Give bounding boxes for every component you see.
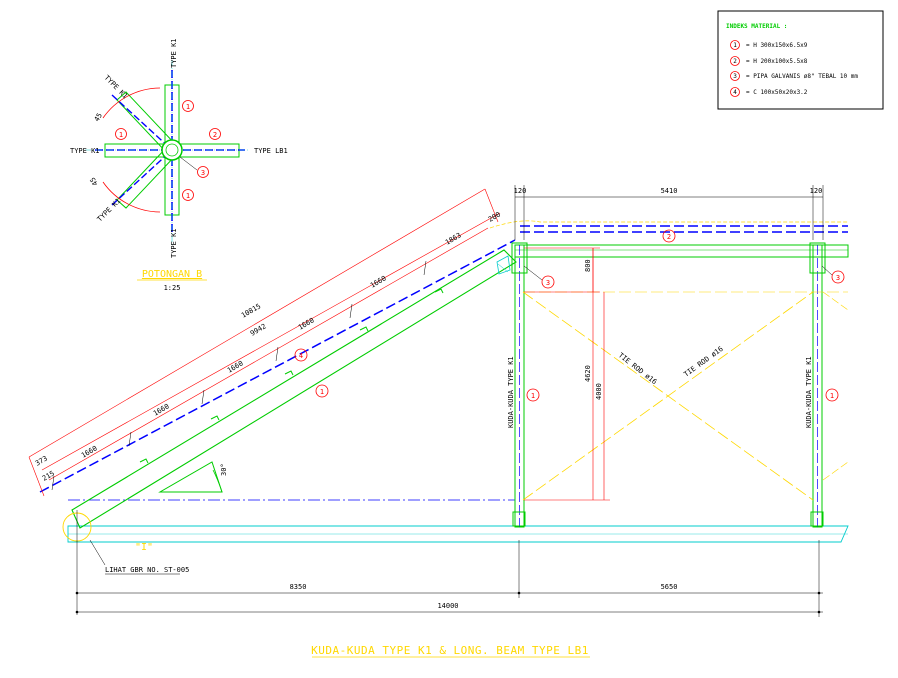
section-label-right: TYPE LB1 <box>254 147 288 155</box>
drawing-title: KUDA-KUDA TYPE K1 & LONG. BEAM TYPE LB1 <box>311 644 589 657</box>
svg-text:3: 3 <box>546 279 550 287</box>
dim-seg-1: 1660 <box>80 444 99 459</box>
dim-seg-4: 1660 <box>297 316 316 331</box>
tie-rod-label-2: TIE ROD ø16 <box>682 345 724 379</box>
dim-rafter-inner: 9942 <box>249 322 268 337</box>
angle-label-upper: 45 <box>93 112 104 123</box>
svg-text:1: 1 <box>320 388 324 396</box>
legend-num-4: 4 <box>733 89 737 96</box>
svg-text:2: 2 <box>213 131 217 139</box>
svg-text:3: 3 <box>836 274 840 282</box>
legend-item-1: 1 = H 300x150x6.5x9 <box>730 40 808 50</box>
callout-pipe-3a: 3 <box>523 265 555 289</box>
dim-bottom-total: 14000 <box>437 602 458 610</box>
legend-item-3: 3 = PIPA GALVANIS ø8" TEBAL 10 mm <box>730 71 858 81</box>
dim-overhang-2: 215 <box>41 469 56 482</box>
legend-title: INDEKS MATERIAL : <box>726 23 787 30</box>
dim-rafter-total: 10815 <box>240 302 262 319</box>
callout-beam-2: 2 <box>662 229 676 243</box>
section-callout-1b: 1 <box>115 128 127 140</box>
section-label-left: TYPE K1 <box>70 147 100 155</box>
section-scale: 1:25 <box>164 284 181 292</box>
section-callout-1c: 1 <box>182 189 194 201</box>
svg-text:1: 1 <box>186 192 190 200</box>
section-label-lower-left: TYPE K1 <box>96 197 123 224</box>
material-legend: INDEKS MATERIAL : 1 = H 300x150x6.5x9 2 … <box>717 10 884 110</box>
dim-top-right-flange: 120 <box>810 187 823 195</box>
legend-text-1: = H 300x150x6.5x9 <box>746 42 808 49</box>
svg-text:1: 1 <box>531 392 535 400</box>
dim-height-4620: 4620 <box>584 365 592 382</box>
detail-mark: "I" <box>135 542 153 553</box>
svg-text:3: 3 <box>201 169 205 177</box>
section-b-detail: 45 45 TYPE K1 TYPE K1 TYPE K1 TYPE LB1 T… <box>70 38 288 292</box>
dim-bottom-left-span: 8350 <box>290 583 307 591</box>
legend-num-1: 1 <box>733 42 737 49</box>
dim-bottom-right-span: 5650 <box>661 583 678 591</box>
svg-text:1: 1 <box>119 131 123 139</box>
section-callout-1a: 1 <box>182 100 194 112</box>
callout-pipe-3b: 3 <box>821 265 845 284</box>
dim-overhang-1: 373 <box>34 454 49 467</box>
section-label-top: TYPE K1 <box>170 38 178 68</box>
svg-text:1: 1 <box>830 392 834 400</box>
dim-height-800: 800 <box>584 259 592 272</box>
column-label-right: KUDA-KUDA TYPE K1 <box>805 356 813 428</box>
column-label-left: KUDA-KUDA TYPE K1 <box>507 356 515 428</box>
svg-text:1: 1 <box>186 103 190 111</box>
legend-item-2: 2 = H 200x100x5.5x8 <box>730 56 808 66</box>
angle-label-lower: 45 <box>89 176 100 187</box>
tie-rod-label-1: TIE ROD ø16 <box>617 351 658 386</box>
legend-text-4: = C 100x50x20x3.2 <box>746 89 808 96</box>
dim-seg-3: 1660 <box>226 359 245 374</box>
dim-top-left-flange: 120 <box>514 187 527 195</box>
legend-text-2: = H 200x100x5.5x8 <box>746 58 808 65</box>
section-label-upper-left: TYPE K1 <box>103 74 130 101</box>
section-callout-2: 2 <box>209 128 221 140</box>
detail-note: LIHAT GBR NO. ST-005 <box>105 566 189 574</box>
callout-purlin-4: 4 <box>294 348 308 362</box>
section-label-bottom: TYPE K1 <box>170 228 178 258</box>
svg-text:2: 2 <box>667 233 671 241</box>
legend-num-3: 3 <box>733 73 737 80</box>
dim-top-span: 5410 <box>661 187 678 195</box>
callout-column-1b: 1 <box>825 388 839 402</box>
legend-item-4: 4 = C 100x50x20x3.2 <box>730 87 808 97</box>
section-title: POTONGAN B <box>142 269 202 280</box>
roof-angle-label: 30° <box>220 463 228 476</box>
callout-column-1a: 1 <box>526 388 540 402</box>
section-callout-3: 3 <box>179 156 209 178</box>
dim-height-4000: 4000 <box>595 383 603 400</box>
main-truss-elevation: TIE ROD ø16 TIE ROD ø16 KUDA-KUDA TYPE K… <box>28 185 849 617</box>
legend-num-2: 2 <box>733 58 737 65</box>
callout-rafter-1: 1 <box>315 384 329 398</box>
dim-top-offset: 200 <box>487 210 502 223</box>
svg-text:4: 4 <box>299 352 303 360</box>
legend-text-3: = PIPA GALVANIS ø8" TEBAL 10 mm <box>746 73 858 80</box>
